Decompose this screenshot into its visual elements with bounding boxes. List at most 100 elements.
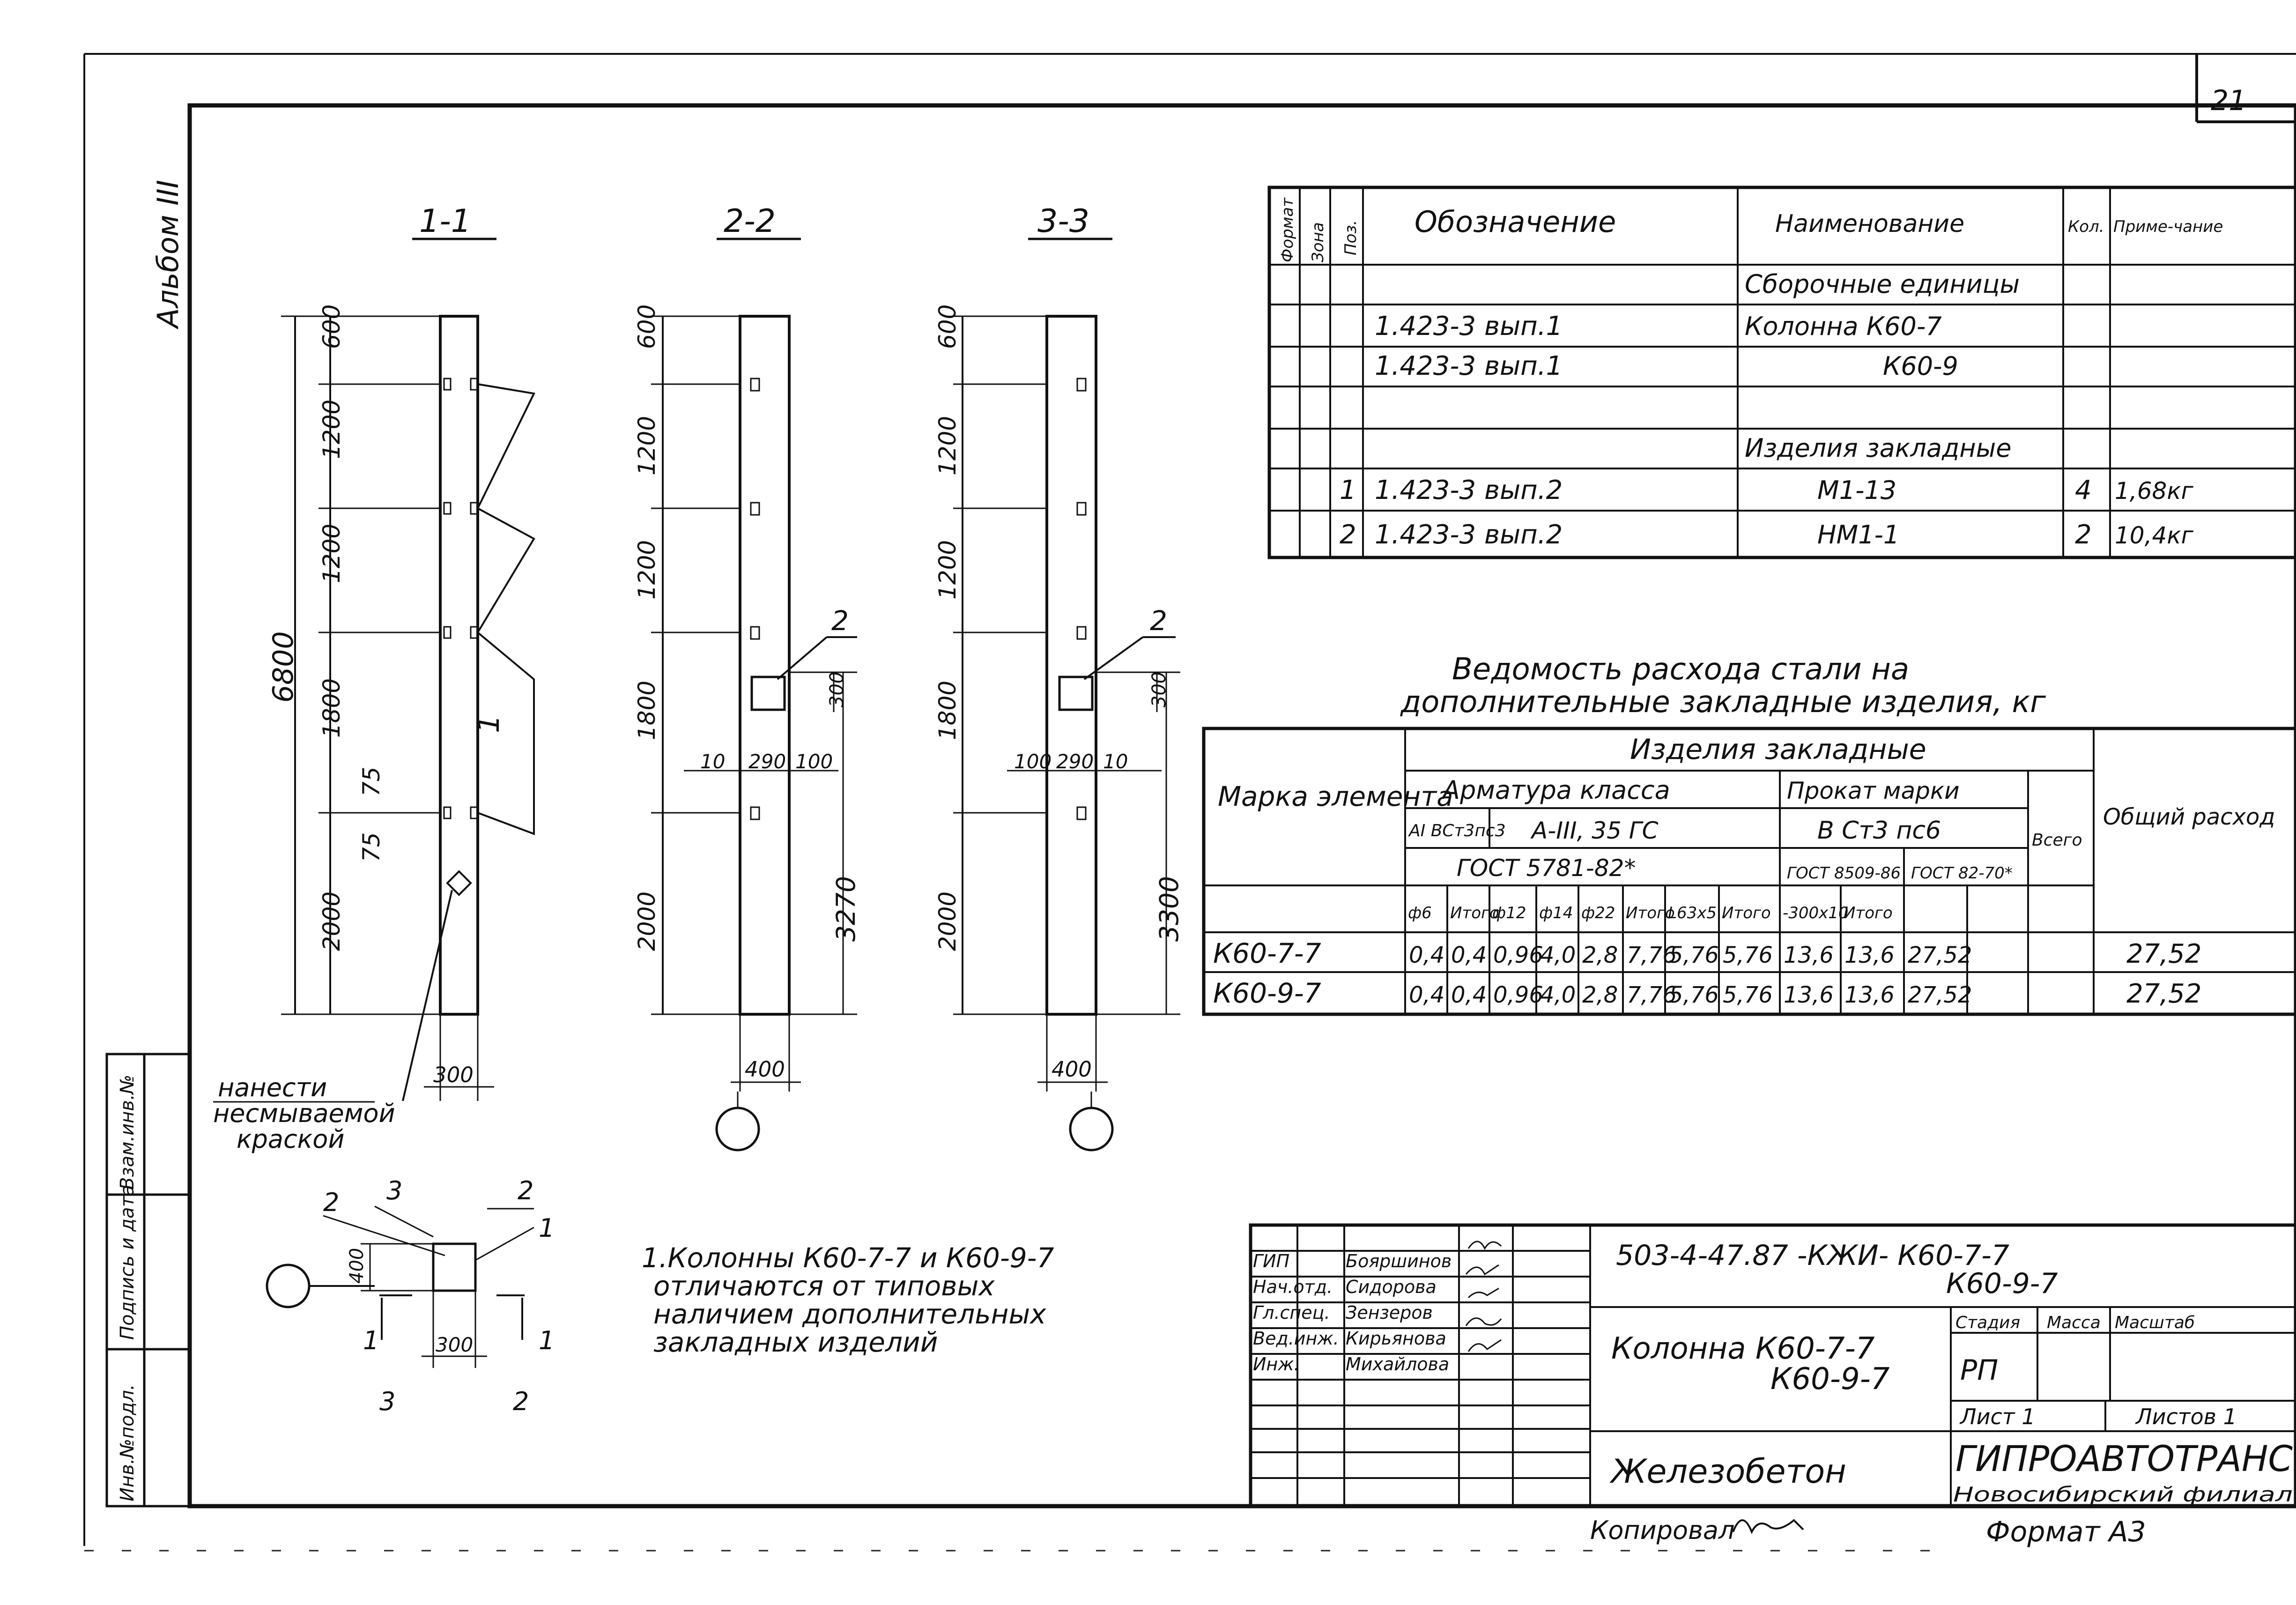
steel-value: 0,4 xyxy=(1451,942,1487,968)
steel-col-header: ф6 xyxy=(1408,904,1432,922)
width-dim: 300 xyxy=(433,1063,474,1087)
steel-header-rebar: Арматура класса xyxy=(1441,775,1670,805)
steel-header-rolled: Прокат марки xyxy=(1787,777,1960,804)
plan-label: 2 xyxy=(323,1188,339,1217)
steel-value: 27,52 xyxy=(1908,942,1972,968)
mass-label: Масса xyxy=(2047,1313,2101,1332)
steel-header-overall: Общий расход xyxy=(2103,804,2275,830)
leader-label: 1 xyxy=(472,715,506,733)
column-body xyxy=(439,315,479,1016)
spec-designation: 1.423-3 вып.2 xyxy=(1375,520,1563,550)
tb-role: ГИП xyxy=(1253,1251,1289,1271)
offset-dim: 10 xyxy=(1103,750,1128,773)
steel-value: 13,6 xyxy=(1844,942,1895,968)
note-line: закладных изделий xyxy=(653,1326,938,1358)
tb-name: Михайлова xyxy=(1346,1354,1449,1375)
plan-label: 3 xyxy=(386,1176,402,1205)
steel-value: 5,76 xyxy=(1669,982,1719,1008)
plate-dim: 300 xyxy=(1148,672,1170,707)
steel-col-header: L63х5 xyxy=(1668,904,1717,922)
sheets-label: Листов 1 xyxy=(2135,1404,2237,1429)
offset-dim: 290 xyxy=(1056,750,1094,773)
section-title: 3-3 xyxy=(1037,203,1089,240)
spec-header-format: Формат xyxy=(1278,197,1297,262)
object-name-1: Колонна К60-7-7 xyxy=(1611,1331,1875,1366)
scale-label: Масштаб xyxy=(2115,1313,2195,1332)
paint-note: нанести несмываемой краской xyxy=(213,1073,395,1154)
dim: 600 xyxy=(934,305,961,349)
column-body xyxy=(1045,315,1097,1016)
steel-value: 5,76 xyxy=(1669,942,1719,968)
steel-col-header: Итого xyxy=(1844,904,1893,922)
steel-col-header: ф22 xyxy=(1581,904,1615,922)
spec-designation: 1.423-3 вып.2 xyxy=(1375,475,1563,505)
width-dim: 400 xyxy=(1052,1057,1092,1082)
steel-value: 7,76 xyxy=(1627,982,1677,1008)
axis-marker xyxy=(1069,1107,1114,1152)
inner-frame xyxy=(187,103,2296,1508)
object-name-2: К60-9-7 xyxy=(1770,1362,1890,1397)
steel-title-line1: Ведомость расхода стали на xyxy=(1452,652,1909,687)
steel-header-rolled-gost2: ГОСТ 82-70* xyxy=(1911,864,2013,883)
offset-dim: 100 xyxy=(1014,750,1052,773)
dim: 1800 xyxy=(318,678,345,738)
dim: 1200 xyxy=(934,540,961,600)
paint-note-line: краской xyxy=(237,1124,344,1154)
plan-view: 400 300 2 3 3 2 1 1 1 2 xyxy=(266,1176,555,1416)
steel-value: 2,8 xyxy=(1582,942,1618,968)
steel-col-header: ф14 xyxy=(1539,904,1573,922)
width-dim: 400 xyxy=(745,1057,785,1082)
tb-name: Кирьянова xyxy=(1346,1328,1446,1349)
steel-value: 5,76 xyxy=(1723,942,1773,968)
offset-dim: 10 xyxy=(700,750,725,773)
steel-value: 27,52 xyxy=(1908,982,1972,1008)
total-dim: 6800 xyxy=(267,631,300,703)
tb-role: Вед.инж. xyxy=(1253,1328,1339,1349)
plan-dim: 300 xyxy=(436,1333,473,1356)
side-stamp-inv: Инв.№подл. xyxy=(117,1384,138,1501)
steel-value: 7,76 xyxy=(1627,942,1677,968)
embedded-plate xyxy=(1058,676,1094,711)
plan-label: 3 xyxy=(379,1387,395,1416)
steel-header-mark: Марка элемента xyxy=(1218,780,1453,812)
tb-name: Бояршинов xyxy=(1346,1251,1452,1271)
small-dim: 75 xyxy=(358,766,385,796)
spec-header-designation: Обозначение xyxy=(1415,205,1616,239)
plan-label: 1 xyxy=(363,1326,379,1355)
dim: 1800 xyxy=(633,681,660,740)
note-line: наличием дополнительных xyxy=(653,1298,1046,1330)
steel-col-header: Итого xyxy=(1722,904,1771,922)
steel-value: 13,6 xyxy=(1844,982,1895,1008)
side-stamp: Инв.№подл. Подпись и дата Взам.инв.№ xyxy=(105,1053,191,1508)
stage-value: РП xyxy=(1960,1354,1998,1387)
dim: 1200 xyxy=(633,416,660,476)
steel-col-header: -300х10 xyxy=(1783,904,1849,922)
paint-note-line: нанести xyxy=(218,1073,327,1102)
spec-header-note: Приме-чание xyxy=(2113,217,2223,236)
plan-dim: 400 xyxy=(346,1248,368,1284)
steel-value: 0,4 xyxy=(1409,942,1444,968)
spec-name: Сборочные единицы xyxy=(1745,269,2020,299)
note-line: 1.Колонны К60-7-7 и К60-9-7 xyxy=(642,1242,1054,1274)
spec-designation: 1.423-3 вып.1 xyxy=(1375,351,1563,381)
plate-label: 2 xyxy=(1150,605,1167,637)
section-title: 2-2 xyxy=(724,203,776,240)
spec-name: Колонна К60-7 xyxy=(1745,312,1942,341)
steel-header-rebar-sub1: АI ВСт3пс3 xyxy=(1408,821,1506,840)
general-note: 1.Колонны К60-7-7 и К60-9-7 отличаются о… xyxy=(642,1242,1054,1358)
tb-name: Зензеров xyxy=(1346,1302,1433,1323)
height-dim: 3270 xyxy=(831,876,861,942)
tb-role: Инж. xyxy=(1253,1354,1300,1375)
column-body xyxy=(739,315,791,1016)
dim: 2000 xyxy=(633,892,660,951)
steel-mark: К60-7-7 xyxy=(1213,937,1321,969)
steel-value: 2,8 xyxy=(1582,982,1618,1008)
sheet-label: Лист 1 xyxy=(1959,1404,2035,1429)
steel-value: 4,0 xyxy=(1540,982,1576,1008)
dim: 1200 xyxy=(633,540,660,600)
format-label: Формат А3 xyxy=(1986,1516,2146,1548)
stage-label: Стадия xyxy=(1955,1313,2020,1332)
steel-header-rebar-sub2: А-III, 35 ГС xyxy=(1530,817,1659,844)
spec-header-pos: Поз. xyxy=(1341,220,1360,255)
